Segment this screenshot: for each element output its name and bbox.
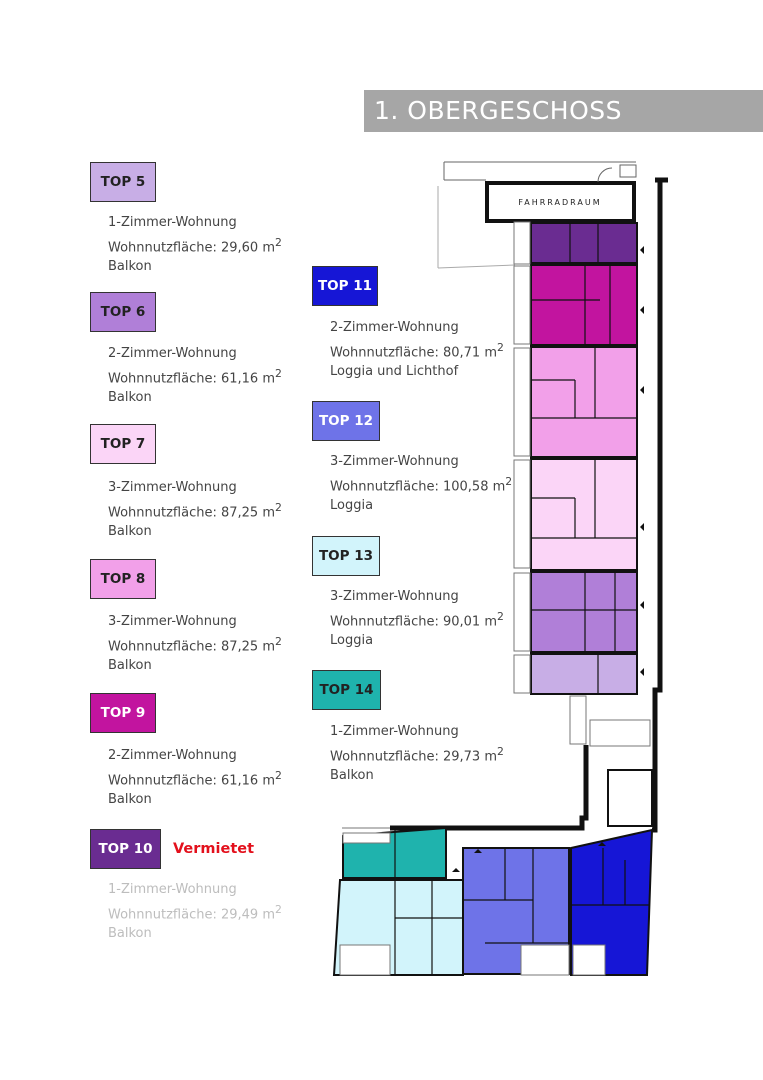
unit-info: 2-Zimmer-Wohnung Wohnnutzfläche: 61,16 m… (108, 344, 282, 408)
unit-block-north (513, 221, 644, 695)
status-label: Vermietet (173, 841, 255, 857)
unit-badge[interactable]: TOP 9 (90, 693, 156, 733)
unit-type: 1-Zimmer-Wohnung (330, 724, 459, 739)
unit-extra: Loggia (330, 633, 374, 649)
unit-area: Wohnnutzfläche: 29,49 m (108, 906, 275, 922)
unit-type: 1-Zimmer-Wohnung (108, 215, 237, 230)
unit-info: 3-Zimmer-Wohnung Wohnnutzfläche: 87,25 m… (108, 478, 282, 542)
unit-extra: Balkon (330, 768, 374, 784)
unit-badge[interactable]: TOP 5 (90, 162, 156, 202)
unit-area-unit-exponent: 2 (275, 902, 282, 916)
unit-info: 1-Zimmer-Wohnung Wohnnutzfläche: 29,73 m… (330, 722, 504, 786)
unit-area: Wohnnutzfläche: 61,16 m (108, 772, 275, 788)
unit-badge[interactable]: TOP 14 (312, 670, 381, 710)
bike-room: FAHRRADRAUM (437, 161, 637, 269)
unit-type: 3-Zimmer-Wohnung (108, 614, 237, 629)
unit-type: 2-Zimmer-Wohnung (108, 346, 237, 361)
unit-badge[interactable]: TOP 8 (90, 559, 156, 599)
unit-area-unit-exponent: 2 (275, 235, 282, 249)
page-title: 1. OBERGESCHOSS (364, 90, 763, 132)
unit-area-unit-exponent: 2 (275, 366, 282, 380)
unit-type: 3-Zimmer-Wohnung (330, 589, 459, 604)
unit-extra: Balkon (108, 524, 152, 540)
unit-info: 1-Zimmer-Wohnung Wohnnutzfläche: 29,49 m… (108, 880, 282, 944)
unit-block-south (332, 826, 654, 976)
unit-badge[interactable]: TOP 6 (90, 292, 156, 332)
unit-info: 1-Zimmer-Wohnung Wohnnutzfläche: 29,60 m… (108, 213, 282, 277)
unit-area-unit-exponent: 2 (275, 500, 282, 514)
unit-area-unit-exponent: 2 (275, 768, 282, 782)
unit-extra: Loggia (330, 498, 374, 514)
unit-extra: Loggia und Lichthof (330, 364, 459, 380)
unit-type: 1-Zimmer-Wohnung (108, 882, 237, 897)
unit-info: 2-Zimmer-Wohnung Wohnnutzfläche: 80,71 m… (330, 318, 504, 382)
unit-area: Wohnnutzfläche: 87,25 m (108, 638, 275, 654)
stairwell (342, 695, 653, 831)
unit-area-unit-exponent: 2 (505, 474, 513, 488)
unit-area: Wohnnutzfläche: 29,73 m (330, 748, 497, 764)
unit-info: 2-Zimmer-Wohnung Wohnnutzfläche: 61,16 m… (108, 746, 282, 810)
unit-type: 2-Zimmer-Wohnung (108, 748, 237, 763)
unit-extra: Balkon (108, 658, 152, 674)
unit-type: 2-Zimmer-Wohnung (330, 320, 459, 335)
unit-badge[interactable]: TOP 11 (312, 266, 378, 306)
unit-area-unit-exponent: 2 (497, 609, 504, 623)
unit-area: Wohnnutzfläche: 80,71 m (330, 344, 497, 360)
unit-area-unit-exponent: 2 (497, 744, 504, 758)
unit-area: Wohnnutzfläche: 100,58 m (330, 478, 506, 494)
unit-area-unit-exponent: 2 (275, 634, 282, 648)
unit-info: 3-Zimmer-Wohnung Wohnnutzfläche: 90,01 m… (330, 587, 504, 651)
unit-badge[interactable]: TOP 12 (312, 401, 380, 441)
unit-area: Wohnnutzfläche: 29,60 m (108, 239, 275, 255)
unit-area: Wohnnutzfläche: 61,16 m (108, 370, 275, 386)
unit-extra: Balkon (108, 926, 152, 942)
unit-type: 3-Zimmer-Wohnung (330, 454, 459, 469)
unit-badge[interactable]: TOP 10 (90, 829, 161, 869)
unit-extra: Balkon (108, 259, 152, 275)
unit-info: 3-Zimmer-Wohnung Wohnnutzfläche: 100,58 … (330, 452, 512, 516)
unit-area: Wohnnutzfläche: 87,25 m (108, 504, 275, 520)
unit-badge[interactable]: TOP 13 (312, 536, 380, 576)
unit-info: 3-Zimmer-Wohnung Wohnnutzfläche: 87,25 m… (108, 612, 282, 676)
unit-extra: Balkon (108, 390, 152, 406)
unit-type: 3-Zimmer-Wohnung (108, 480, 237, 495)
unit-area-unit-exponent: 2 (497, 340, 504, 354)
room-label: FAHRRADRAUM (518, 198, 601, 207)
unit-area: Wohnnutzfläche: 90,01 m (330, 613, 497, 629)
unit-extra: Balkon (108, 792, 152, 808)
unit-badge[interactable]: TOP 7 (90, 424, 156, 464)
